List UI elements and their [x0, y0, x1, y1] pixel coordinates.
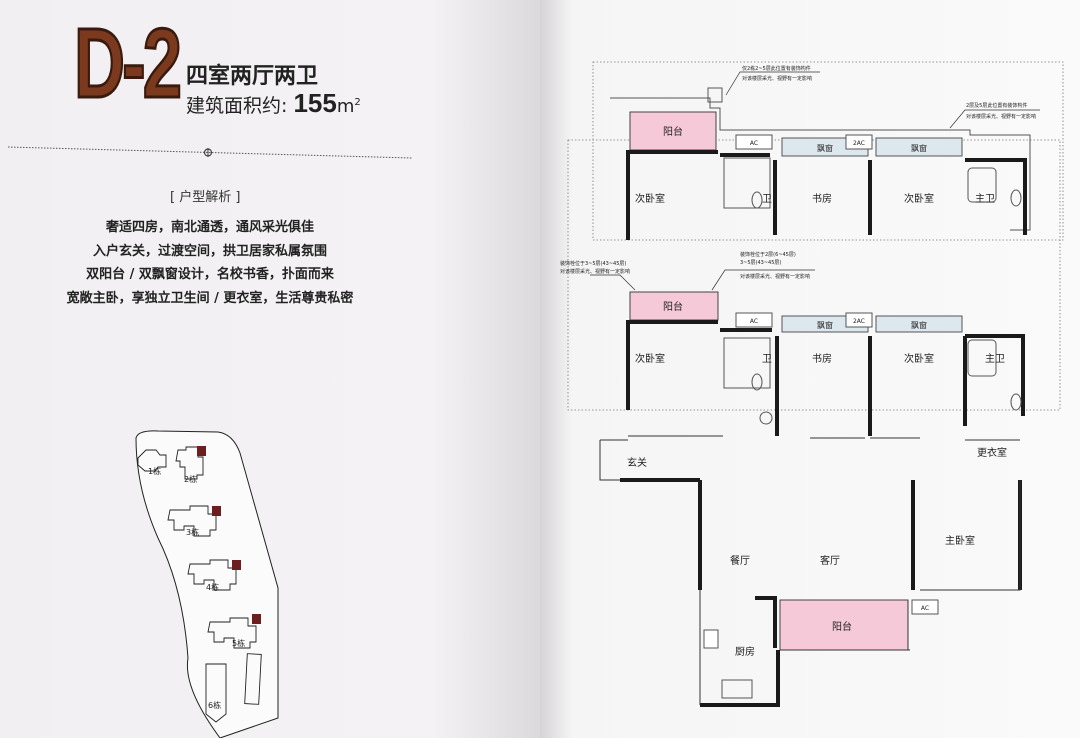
floor-plan: 阳台 次卧室 卫 书房 次卧室 主卫 飘窗 飘窗 AC 2AC 仅2栋2~5层此…: [560, 61, 1064, 707]
toilet: [751, 373, 763, 391]
shower: [723, 157, 771, 209]
room-label: 阳台: [663, 300, 683, 313]
fridge: [703, 629, 719, 649]
annotation: 对该楼层采光、视野有一定影响: [560, 268, 630, 275]
area-unit: m2: [337, 96, 361, 117]
room-label: 厨房: [735, 645, 755, 658]
toilet: [1010, 189, 1022, 207]
area-value: 155: [293, 88, 337, 118]
annotation: 3~5层(43~45层): [740, 260, 781, 266]
annotation: 装饰栓位于3~5层(43~45层): [560, 260, 626, 267]
building-6: [205, 663, 227, 723]
building-4: [187, 559, 237, 591]
bathtub: [967, 339, 997, 377]
bay-label: 飘窗: [911, 320, 927, 330]
shower: [723, 337, 771, 389]
annotation: 装饰栓位于2层(6~45层): [740, 251, 796, 258]
room-label: 更衣室: [977, 446, 1007, 459]
bathtub: [967, 167, 997, 203]
stove: [721, 679, 753, 699]
ac-label: AC: [921, 605, 929, 612]
site-block: [244, 653, 262, 705]
analysis-line: 入户玄关，过渡空间，拱卫居家私属氛围: [92, 243, 327, 259]
building-2: [175, 446, 204, 480]
building-label: 1栋: [148, 466, 161, 476]
room-label: 次卧室: [635, 352, 665, 365]
annotation: 对该楼层采光、视野有一定影响: [740, 273, 810, 280]
toilet: [751, 191, 763, 209]
building-1: [137, 449, 167, 472]
ac-label: AC: [750, 140, 758, 147]
annotation: 仅2栋2~5层此位置有装饰构件: [742, 65, 811, 72]
ac-label: 2AC: [853, 140, 865, 147]
building-label: 3栋: [186, 527, 199, 537]
layout-type: 四室两厅两卫: [186, 64, 319, 89]
lower-plan: 阳台 次卧室 卫 书房 次卧室 主卫 更衣室 玄关 餐厅 客厅 主卧室 阳台 厨…: [560, 251, 1025, 707]
analysis-title: [ 户型解析 ]: [170, 190, 241, 205]
sink: [759, 411, 773, 425]
room-label: 卫: [762, 354, 772, 365]
south-balcony: [779, 599, 909, 651]
left-page: D-2 四室两厅两卫 建筑面积约: 155m2 [ 户型解析 ] 奢适四房，南北…: [0, 0, 540, 738]
upper-plan: 阳台 次卧室 卫 书房 次卧室 主卫 飘窗 飘窗 AC 2AC 仅2栋2~5层此…: [610, 65, 1040, 240]
ac-label: 2AC: [853, 318, 865, 325]
room-label: 餐厅: [730, 554, 750, 567]
room-label: 次卧室: [635, 192, 665, 205]
room-label: 次卧室: [904, 352, 934, 365]
site-map: 1栋 2栋 3栋 4栋 5栋 6栋: [135, 430, 279, 738]
annotation: 2层及5层此位置有装饰构件: [966, 102, 1027, 109]
building-label: 5栋: [232, 638, 245, 648]
ac-unit: [845, 312, 873, 328]
analysis-line: 宽敞主卧，享独立卫生间 / 更衣室，生活尊贵私密: [66, 290, 354, 306]
bay-label: 飘窗: [911, 143, 927, 153]
room-label: 卫: [762, 194, 772, 205]
ac-unit: [911, 599, 939, 615]
upper-bay-window: [875, 137, 963, 157]
unit-code: D-2: [73, 8, 183, 118]
upper-plan-outline: [592, 61, 1064, 241]
room-label: 阳台: [832, 620, 852, 633]
building-5: [207, 617, 257, 649]
room-label: 玄关: [627, 456, 647, 469]
analysis-text: 奢适四房，南北通透，通风采光俱佳 入户玄关，过渡空间，拱卫居家私属氛围 双阳台 …: [60, 216, 360, 310]
room-label: 主卫: [975, 193, 995, 205]
ac-unit: [735, 312, 773, 328]
building-label: 6栋: [208, 700, 221, 710]
room-label: 主卧室: [945, 534, 975, 547]
annotation: 对该楼层采光、视野有一定影响: [966, 113, 1036, 120]
lower-plan-outline: [567, 139, 1061, 411]
north-balcony: [629, 291, 719, 321]
area-line: 建筑面积约: 155m2: [186, 88, 361, 119]
room-label: 次卧室: [904, 192, 934, 205]
bay-label: 飘窗: [817, 143, 833, 153]
room-label: 客厅: [820, 554, 840, 567]
ac-unit: [845, 134, 873, 150]
area-unit-base: m: [336, 96, 355, 117]
area-unit-sup: 2: [354, 97, 361, 108]
building-label: 2栋: [184, 474, 197, 484]
analysis-line: 奢适四房，南北通透，通风采光俱佳: [105, 220, 314, 235]
ac-label: AC: [750, 318, 758, 325]
bay-label: 飘窗: [817, 320, 833, 330]
divider: [8, 146, 412, 159]
area-label: 建筑面积约:: [186, 95, 288, 117]
analysis-line: 双阳台 / 双飘窗设计，名校书香，扑面而来: [86, 267, 334, 282]
room-label: 主卫: [985, 353, 1005, 365]
toilet: [1010, 393, 1022, 411]
highlight-units: [197, 446, 261, 624]
building-label: 4栋: [206, 582, 219, 592]
annotation: 对该楼层采光、视野有一定影响: [742, 75, 812, 82]
room-label: 书房: [812, 352, 832, 365]
room-label: 阳台: [663, 125, 683, 138]
ac-unit: [735, 134, 773, 150]
room-label: 书房: [812, 192, 832, 205]
building-3: [167, 505, 217, 537]
bay-window: [875, 315, 963, 333]
